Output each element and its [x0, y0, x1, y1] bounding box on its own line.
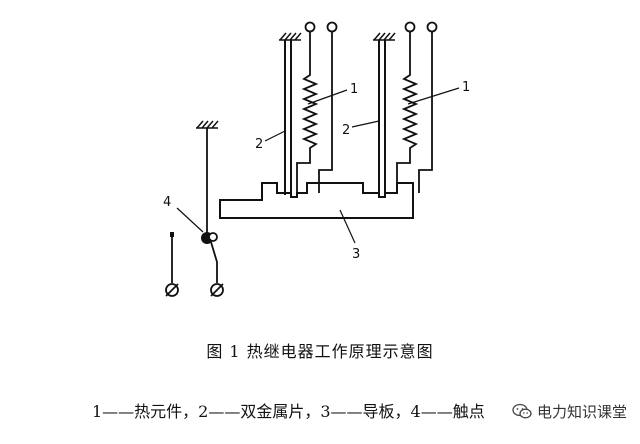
- leader-line-1-left: [307, 89, 348, 105]
- left-fixed-support-hatch: [279, 32, 302, 41]
- leader-line-2-left: [264, 130, 286, 142]
- right-heating-element: [396, 21, 438, 193]
- left-bimetal-strip: [284, 40, 292, 195]
- left-heating-element: [296, 21, 338, 193]
- terminal-right: [210, 283, 224, 297]
- figure-legend: 1——热元件，2——双金属片，3——导板，4——触点: [92, 402, 485, 421]
- leader-line-3: [339, 209, 356, 244]
- label-4: 4: [163, 195, 171, 210]
- contact-point: [201, 232, 218, 244]
- moving-contact-wire: [210, 241, 218, 283]
- figure-caption: 图 1 热继电器工作原理示意图: [206, 342, 434, 361]
- label-1-left: 1: [350, 82, 358, 97]
- leader-line-1-right: [407, 87, 460, 105]
- watermark: 电力知识课堂: [508, 400, 630, 423]
- leader-line-2-right: [351, 120, 380, 128]
- right-fixed-support-hatch: [373, 32, 396, 41]
- wechat-icon: [512, 403, 532, 419]
- static-contact-wire: [170, 232, 174, 283]
- label-1-right: 1: [462, 80, 470, 95]
- thermal-relay-diagram: 1 1 2 2 3 4: [163, 21, 470, 297]
- label-2-right: 2: [342, 123, 350, 138]
- guide-plate: [219, 182, 414, 219]
- label-2-left: 2: [255, 137, 263, 152]
- label-3: 3: [352, 247, 360, 262]
- right-bimetal-strip: [378, 40, 386, 195]
- contact-support-hatch: [196, 120, 219, 129]
- leader-line-4: [176, 207, 204, 233]
- terminal-left: [165, 283, 179, 297]
- watermark-text: 电力知识课堂: [536, 403, 627, 421]
